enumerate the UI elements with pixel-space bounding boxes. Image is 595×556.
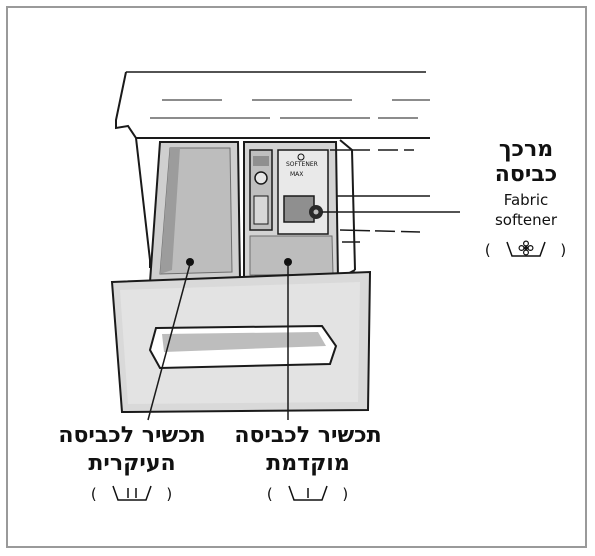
double-line-tub-icon xyxy=(112,485,152,501)
main-wash-leader xyxy=(147,263,191,421)
main-wash-symbol: ( ) xyxy=(42,484,222,503)
prewash-symbol-left: ( xyxy=(264,485,275,503)
main-wash-symbol-right: ) xyxy=(165,485,176,503)
prewash-compartment xyxy=(243,141,340,284)
main-wash-hebrew-line2: העיקרית xyxy=(88,451,176,476)
softener-tag-print: SOFTENER xyxy=(286,161,318,168)
softener-symbol-left: ( xyxy=(482,241,493,259)
prewash-hebrew-line2: מוקדמת xyxy=(266,451,350,476)
prewash-symbol-right: ) xyxy=(341,485,352,503)
max-tag-print: MAX xyxy=(290,171,303,178)
softener-mini-icon xyxy=(297,153,305,161)
leader-lines xyxy=(147,211,460,421)
drawer-front xyxy=(110,270,372,414)
prewash-hebrew-line1: תכשיר לכביסה xyxy=(234,423,382,448)
softener-english-line2: softener xyxy=(494,211,558,229)
softener-symbol-right: ) xyxy=(559,241,570,259)
glare xyxy=(398,450,558,480)
single-line-tub-icon xyxy=(288,485,328,501)
main-wash-compartment xyxy=(148,141,242,284)
dispenser-housing xyxy=(335,139,356,281)
main-wash-hebrew-line1: תכשיר לכביסה xyxy=(58,423,206,448)
flower-in-tub-icon xyxy=(506,240,546,257)
drawer-rails xyxy=(330,149,440,243)
main-wash-symbol-left: ( xyxy=(88,485,99,503)
softener-hebrew-line1: מרכך xyxy=(498,137,554,162)
machine-top-panel xyxy=(115,71,440,268)
prewash-symbol: ( ) xyxy=(218,484,398,503)
softener-english-line1: Fabric xyxy=(503,191,549,209)
softener-hebrew-line2: כביסה xyxy=(494,162,558,187)
softener-symbol: ( ) xyxy=(466,240,586,259)
